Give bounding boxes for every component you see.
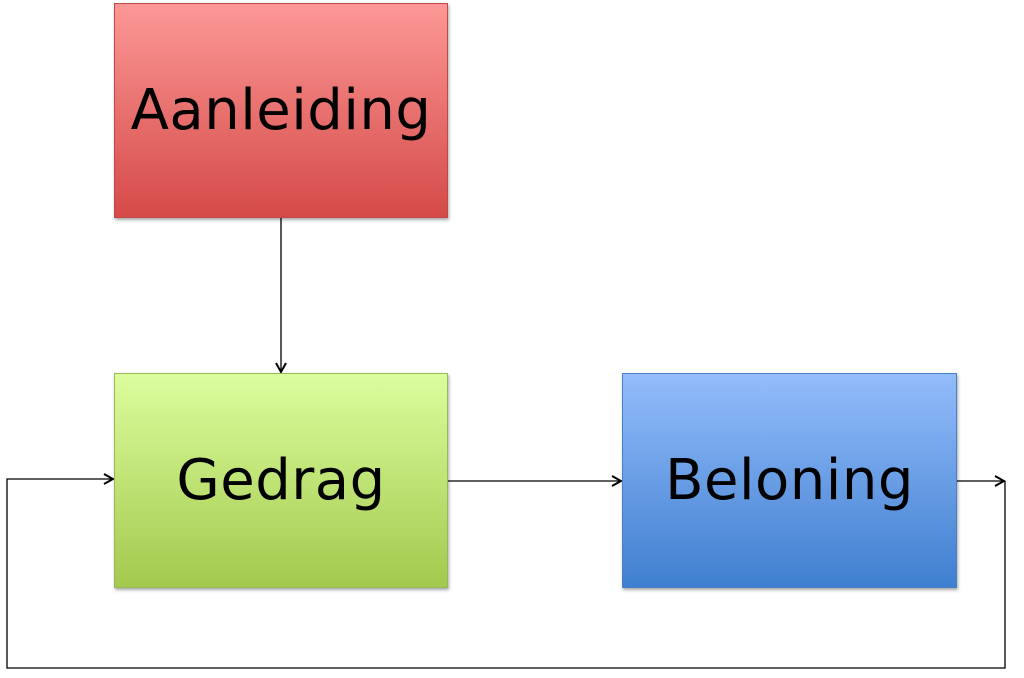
node-label: Gedrag — [176, 448, 386, 513]
node-aanleiding: Aanleiding — [114, 3, 448, 218]
node-label: Beloning — [665, 448, 914, 513]
node-label: Aanleiding — [130, 78, 432, 143]
node-beloning: Beloning — [622, 373, 957, 588]
node-gedrag: Gedrag — [114, 373, 448, 588]
feedback-loop-arrow — [6, 479, 1006, 669]
